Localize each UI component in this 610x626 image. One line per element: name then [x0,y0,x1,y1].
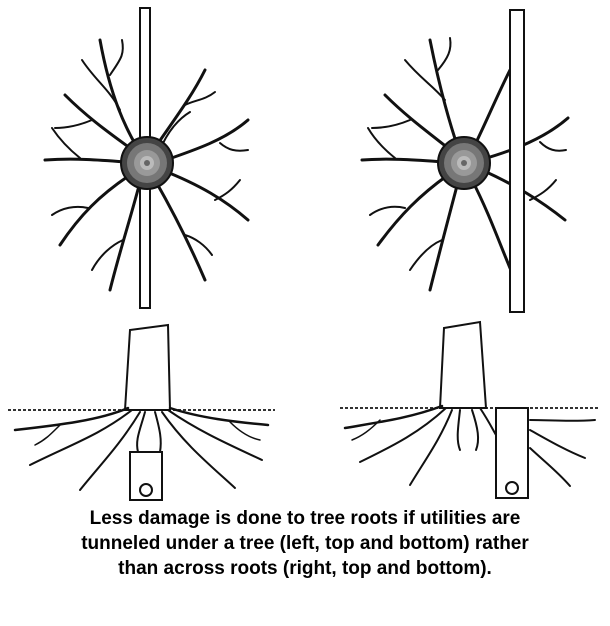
br-roots [343,404,596,487]
tr-trunk-cross-section [437,136,491,190]
side-view-tunneled [8,323,275,501]
tr-utility-trench [509,9,525,313]
caption-line-3: than across roots (right, top and bottom… [118,558,492,579]
bl-roots [13,406,270,491]
side-view-trenched [340,320,598,499]
top-view-trenched [360,9,570,313]
bl-utility-tunnel [129,451,163,501]
top-view-tunneled [43,7,250,309]
tr-roots [360,37,570,292]
br-trunk [438,320,488,409]
br-utility-pipe [505,481,519,495]
caption-line-2: tunneled under a tree (left, top and bot… [81,533,529,554]
tl-trunk-cross-section [120,136,174,190]
figure-caption: Less damage is done to tree roots if uti… [0,506,610,581]
bl-utility-pipe [139,483,153,497]
bl-trunk [123,323,172,411]
caption-line-1: Less damage is done to tree roots if uti… [89,508,521,529]
